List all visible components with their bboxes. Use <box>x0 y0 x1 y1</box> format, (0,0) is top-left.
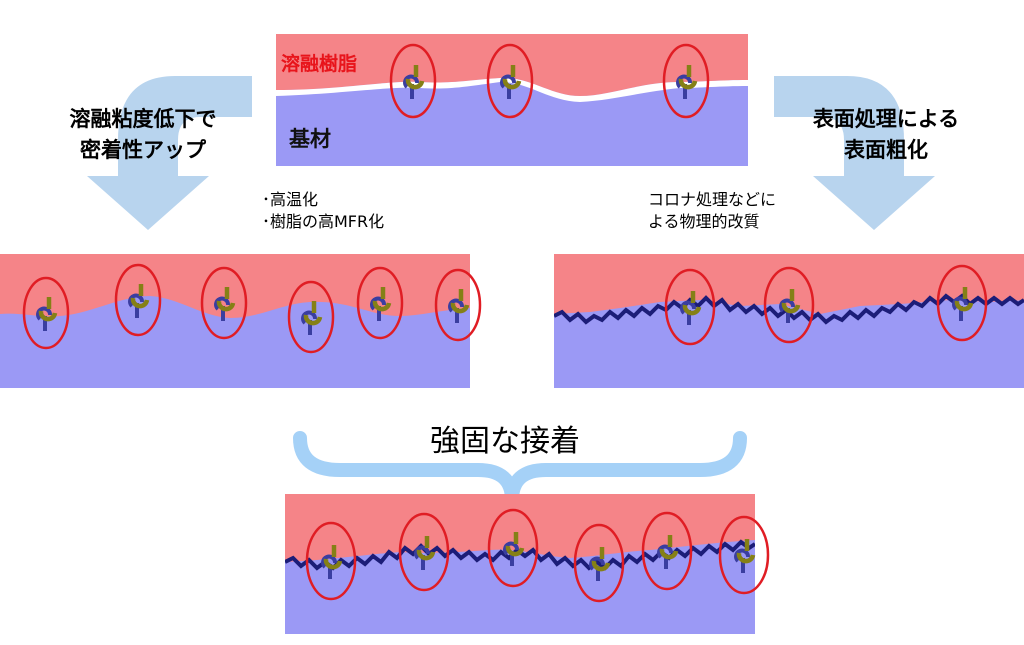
panel-low-viscosity <box>0 254 470 388</box>
hook-icon <box>434 268 482 342</box>
hook-icon <box>22 276 70 350</box>
left-arrow-caption: 溶融粘度低下で 密着性アップ <box>57 104 229 166</box>
right-arrow-caption-line2: 表面粗化 <box>844 138 928 162</box>
left-curved-arrow-icon <box>87 76 252 230</box>
resin-label: 溶融樹脂 <box>281 53 358 75</box>
hook-icon <box>664 268 716 346</box>
hook-icon <box>573 523 625 603</box>
hook-icon <box>641 511 693 591</box>
left-note-line2: ･樹脂の高MFR化 <box>262 212 385 231</box>
left-note: ･高温化 ･樹脂の高MFR化 <box>262 189 384 233</box>
right-arrow-caption-line1: 表面処理による <box>812 107 960 131</box>
hook-icon <box>389 43 437 119</box>
substrate-label: 基材 <box>289 127 331 151</box>
hook-icon <box>486 43 534 119</box>
hook-icon <box>763 266 815 344</box>
hook-icon <box>487 508 539 588</box>
left-arrow-caption-line1: 溶融粘度低下で <box>69 107 217 131</box>
hook-icon <box>200 266 248 340</box>
hook-icon <box>936 264 988 342</box>
right-curved-arrow-icon <box>774 76 935 230</box>
hook-icon <box>114 263 162 337</box>
left-arrow-caption-line2: 密着性アップ <box>80 138 206 162</box>
hook-icon <box>718 515 770 595</box>
hook-icon <box>287 280 335 354</box>
right-note-line2: よる物理的改質 <box>648 212 760 231</box>
right-note: コロナ処理などに よる物理的改質 <box>648 189 776 233</box>
left-note-line1: ･高温化 <box>262 190 319 209</box>
right-arrow-caption: 表面処理による 表面粗化 <box>796 104 976 166</box>
hook-icon <box>305 521 357 601</box>
hook-icon <box>398 512 450 592</box>
panel-strong-adhesion <box>285 494 755 634</box>
right-note-line1: コロナ処理などに <box>648 190 777 209</box>
strong-adhesion-label: 強固な接着 <box>430 424 580 459</box>
hook-icon <box>662 43 710 119</box>
hook-icon <box>356 266 404 340</box>
